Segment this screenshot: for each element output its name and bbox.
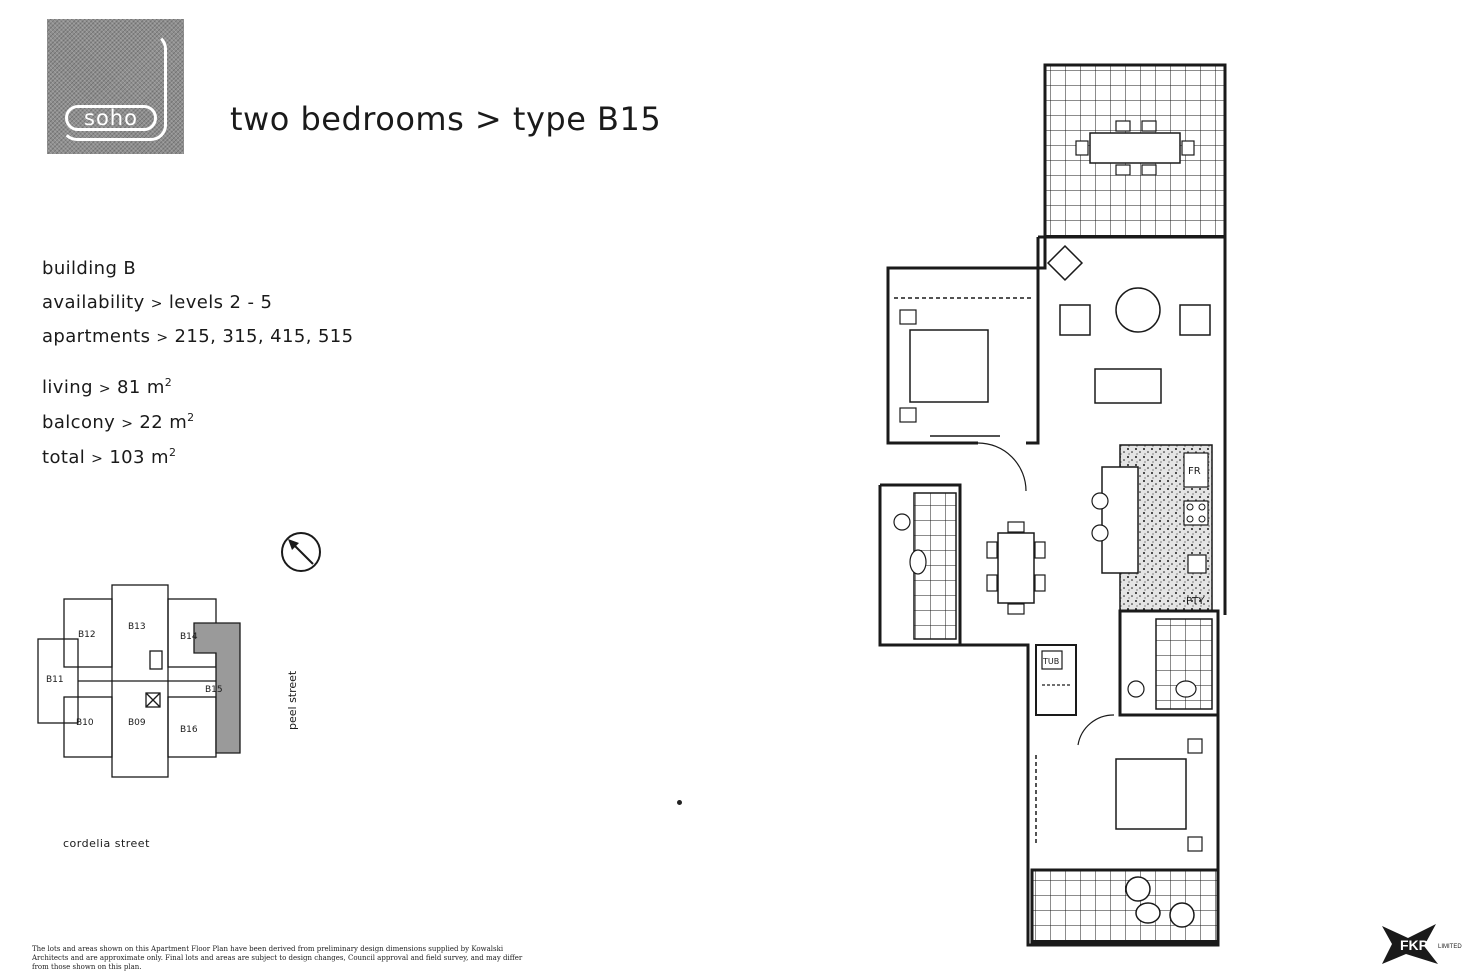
area-unit-power: 2 — [187, 411, 195, 424]
balcony-label: balcony — [42, 412, 116, 433]
separator: > — [98, 381, 112, 397]
floor-plan: FR PTY TUB — [878, 63, 1227, 947]
unit-label: B12 — [78, 630, 96, 640]
unit-label: B10 — [76, 718, 94, 728]
availability-label: availability — [42, 292, 145, 313]
peel-street-label: peel street — [286, 670, 299, 730]
soho-logo: soho — [47, 19, 184, 154]
unit-label: B16 — [180, 725, 198, 735]
fkp-logo-text: FKP — [1400, 937, 1428, 953]
unit-label: B13 — [128, 622, 146, 632]
living-value: 81 m — [117, 377, 165, 398]
availability-value: levels 2 - 5 — [168, 292, 273, 313]
cordelia-street-label: cordelia street — [63, 837, 150, 850]
round-table — [1115, 287, 1161, 333]
living-line: living >81 m2 — [42, 376, 172, 398]
unit-label: B11 — [46, 675, 64, 685]
apartments-value: 215, 315, 415, 515 — [174, 326, 354, 347]
apartments-line: apartments >215, 315, 415, 515 — [42, 326, 354, 347]
total-line: total >103 m2 — [42, 446, 176, 468]
fridge-label: FR — [1188, 466, 1201, 477]
building-text: building B — [42, 258, 137, 279]
outdoor-table — [1089, 132, 1181, 164]
availability-line: availability > levels 2 - 5 — [42, 292, 272, 313]
logo-text: soho — [65, 105, 157, 131]
scan-speck — [677, 800, 682, 805]
total-value: 103 m — [109, 447, 169, 468]
fkp-logo: FKP LIMITED — [1378, 922, 1468, 966]
area-unit-power: 2 — [168, 446, 177, 459]
apartments-label: apartments — [42, 326, 151, 347]
separator: > — [121, 416, 134, 432]
bed-2 — [1115, 758, 1187, 830]
pantry-label: PTY — [1186, 596, 1205, 607]
living-label: living — [42, 377, 93, 398]
fkp-logo-suffix: LIMITED — [1438, 944, 1462, 950]
logo-frame — [61, 33, 167, 141]
fkp-star-icon — [1382, 924, 1438, 964]
kitchen-island — [1101, 466, 1139, 574]
area-unit-power: 2 — [164, 376, 173, 389]
tub-label: TUB — [1042, 657, 1059, 666]
separator: > — [156, 330, 169, 346]
total-label: total — [42, 447, 86, 468]
balcony-value: 22 m — [139, 412, 188, 433]
sofa — [1094, 368, 1162, 404]
page-title: two bedrooms > type B15 — [230, 100, 662, 138]
disclaimer-text: The lots and areas shown on this Apartme… — [32, 945, 523, 971]
bathroom-2-tiles — [1155, 618, 1213, 710]
unit-label: B15 — [205, 685, 223, 695]
separator: > — [91, 451, 104, 467]
bed-1 — [909, 329, 989, 403]
dining-table — [997, 532, 1035, 604]
unit-label: B09 — [128, 718, 146, 728]
door-swing — [977, 442, 1027, 492]
kitchen-sink — [1187, 554, 1207, 574]
living-walls — [1038, 235, 1227, 615]
peel-street-text: peel street — [286, 670, 299, 730]
highlighted-unit-shape — [193, 622, 241, 754]
north-arrow-icon — [281, 532, 321, 572]
balcony-line: balcony >22 m2 — [42, 411, 195, 433]
separator: > — [150, 296, 163, 312]
building-line: building B — [42, 258, 136, 279]
site-plan: B12 B13 B14 B11 B15 B10 B09 B16 — [37, 584, 241, 778]
unit-label: B14 — [180, 632, 198, 642]
